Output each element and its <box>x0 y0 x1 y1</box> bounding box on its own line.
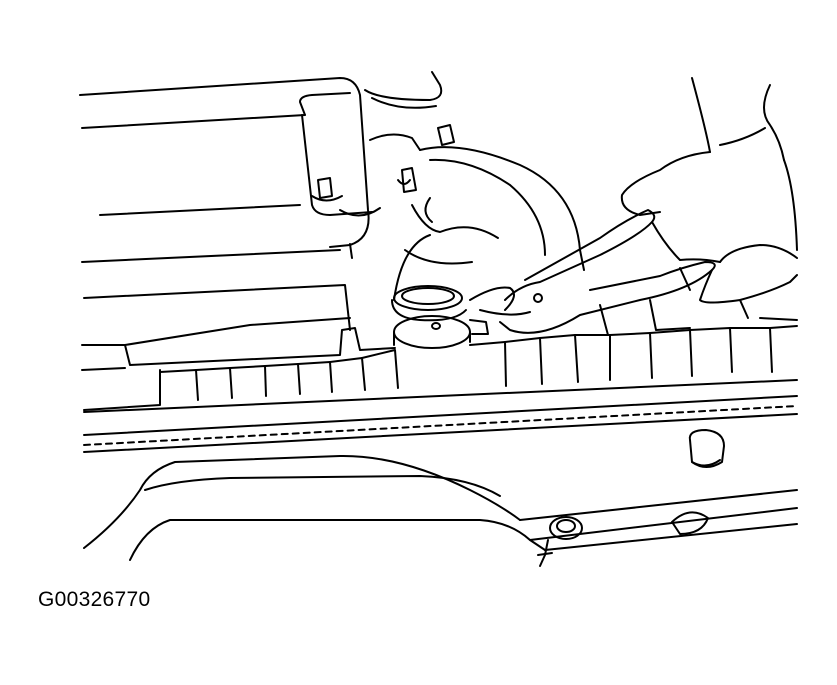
figure-id-label: G00326770 <box>38 588 151 611</box>
radiator-hose <box>370 125 584 320</box>
radiator-seam <box>84 396 797 452</box>
pliers-tool <box>470 210 715 333</box>
hand-glove <box>622 78 797 320</box>
lower-shroud <box>84 430 797 566</box>
engine-cover <box>80 72 441 330</box>
radiator-top-tank <box>82 300 797 412</box>
radiator-outlet <box>394 316 488 348</box>
